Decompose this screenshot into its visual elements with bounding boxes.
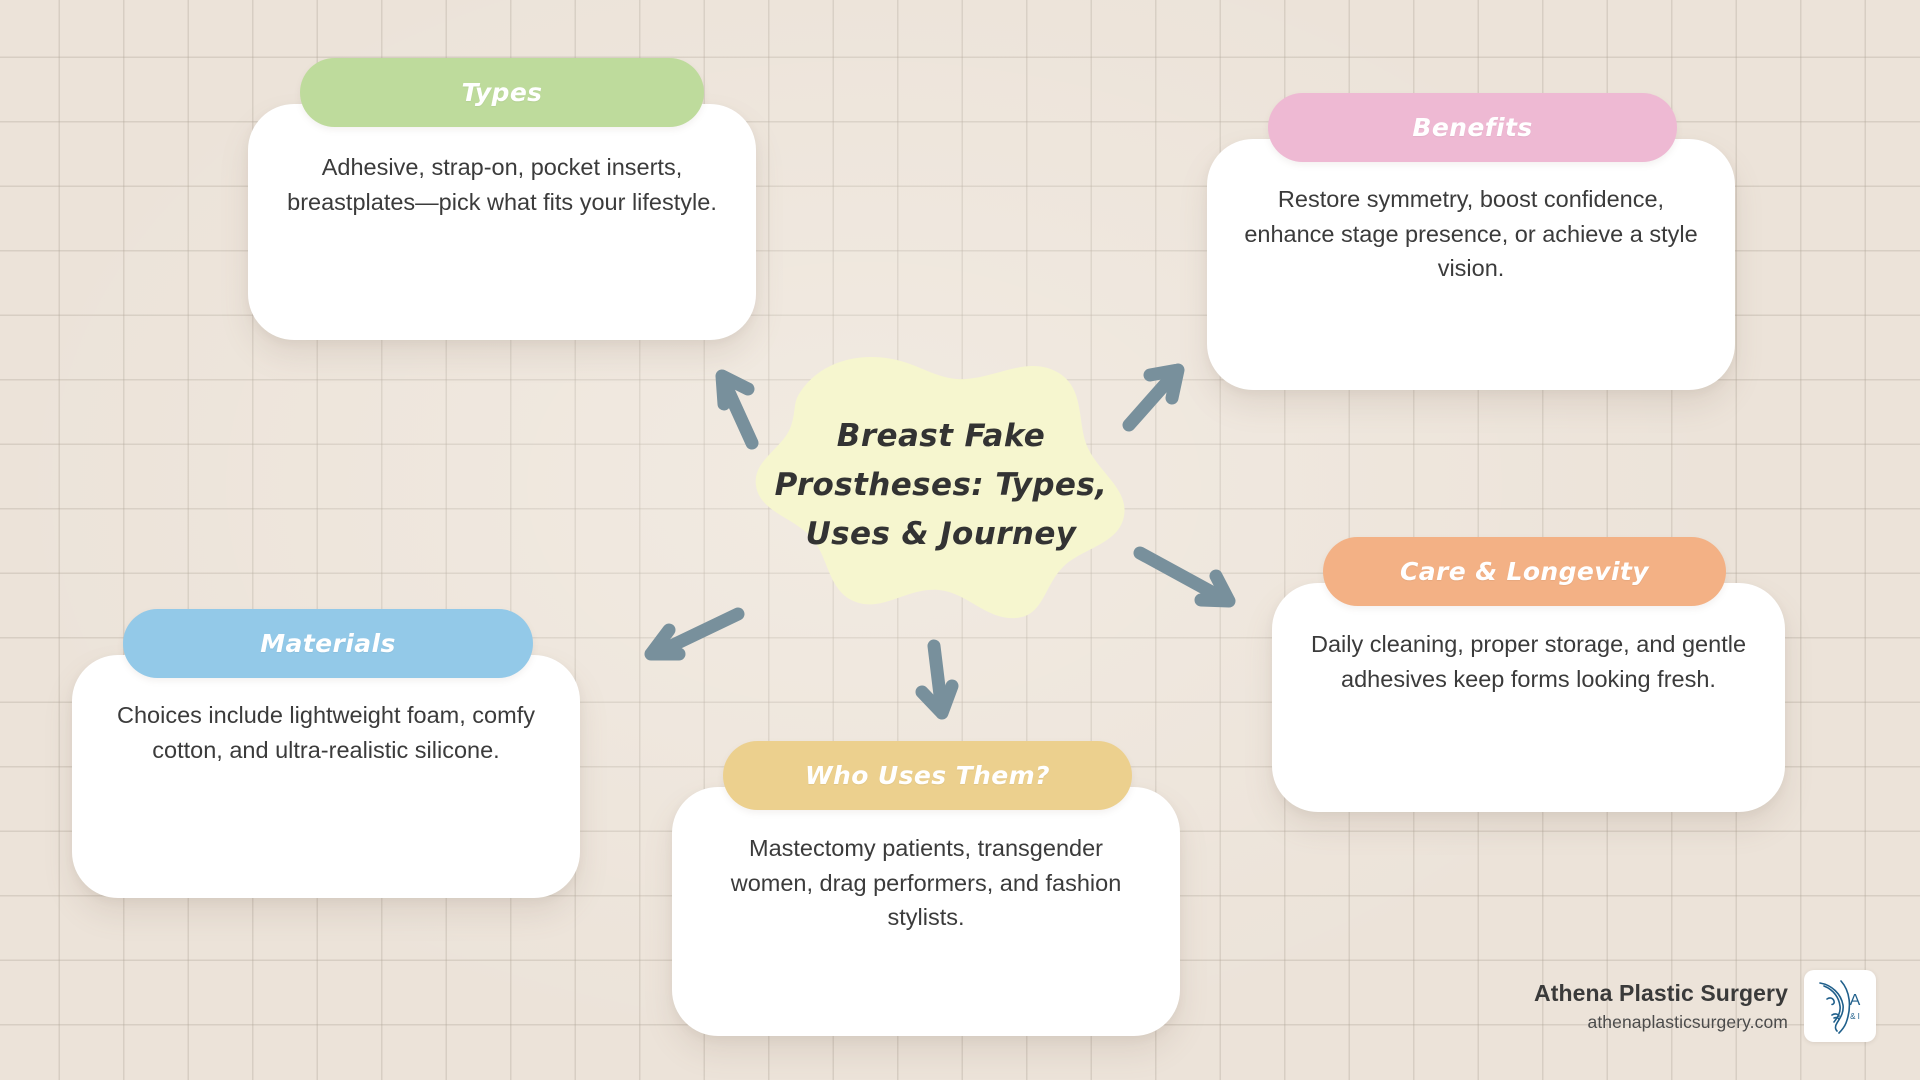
arrow-down [915, 639, 959, 720]
center-title-line-3: Uses & Journey [805, 516, 1077, 552]
blob-shape-icon [755, 356, 1125, 619]
card-who-uses-them[interactable]: Who Uses Them? Mastectomy patients, tran… [672, 741, 1180, 1036]
card-who-uses-them-body: Mastectomy patients, transgender women, … [672, 787, 1180, 1036]
card-types-text: Adhesive, strap-on, pocket inserts, brea… [287, 154, 717, 215]
card-benefits[interactable]: Benefits Restore symmetry, boost confide… [1207, 93, 1735, 390]
card-benefits-header-label: Benefits [1412, 113, 1533, 142]
arrow-down-left [644, 607, 745, 661]
brand-text-block: Athena Plastic Surgery athenaplasticsurg… [1534, 979, 1788, 1034]
logo-sub-text: & I [1850, 1012, 1860, 1021]
card-materials[interactable]: Materials Choices include lightweight fo… [72, 609, 580, 898]
card-care-longevity-header-label: Care & Longevity [1400, 557, 1649, 586]
card-benefits-header: Benefits [1268, 93, 1677, 162]
card-who-uses-them-header-label: Who Uses Them? [805, 761, 1050, 790]
brand-url[interactable]: athenaplasticsurgery.com [1587, 1012, 1788, 1033]
card-materials-header-label: Materials [260, 629, 396, 658]
card-types[interactable]: Types Adhesive, strap-on, pocket inserts… [248, 58, 756, 340]
center-title: Breast Fake Prostheses: Types, Uses & Jo… [752, 350, 1130, 620]
card-care-longevity[interactable]: Care & Longevity Daily cleaning, proper … [1272, 537, 1785, 812]
card-materials-body: Choices include lightweight foam, comfy … [72, 655, 580, 898]
center-title-line-2: Prostheses: Types, [774, 466, 1108, 503]
card-care-longevity-text: Daily cleaning, proper storage, and gent… [1310, 631, 1747, 692]
card-materials-text: Choices include lightweight foam, comfy … [117, 702, 535, 763]
card-benefits-body: Restore symmetry, boost confidence, enha… [1207, 139, 1735, 390]
card-care-longevity-header: Care & Longevity [1323, 537, 1726, 606]
arrow-up-right [1122, 363, 1185, 432]
card-types-header-label: Types [461, 78, 543, 107]
card-benefits-text: Restore symmetry, boost confidence, enha… [1244, 186, 1698, 282]
center-topic-blob: Breast Fake Prostheses: Types, Uses & Jo… [752, 350, 1130, 620]
brand-logo: A & I [1804, 970, 1876, 1042]
brand-name: Athena Plastic Surgery [1533, 979, 1788, 1006]
card-care-longevity-body: Daily cleaning, proper storage, and gent… [1272, 583, 1785, 812]
card-materials-header: Materials [123, 609, 533, 678]
center-title-line-1: Breast Fake [836, 417, 1046, 454]
brand-footer[interactable]: Athena Plastic Surgery athenaplasticsurg… [1534, 970, 1876, 1042]
card-types-header: Types [300, 58, 704, 127]
card-types-body: Adhesive, strap-on, pocket inserts, brea… [248, 104, 756, 340]
athena-face-profile-logo-icon: A & I [1819, 980, 1861, 1034]
card-who-uses-them-text: Mastectomy patients, transgender women, … [730, 835, 1122, 931]
logo-letter-a: A [1850, 992, 1861, 1009]
arrow-down-right [1133, 546, 1236, 608]
card-who-uses-them-header: Who Uses Them? [723, 741, 1132, 810]
arrow-up-left [715, 369, 759, 450]
